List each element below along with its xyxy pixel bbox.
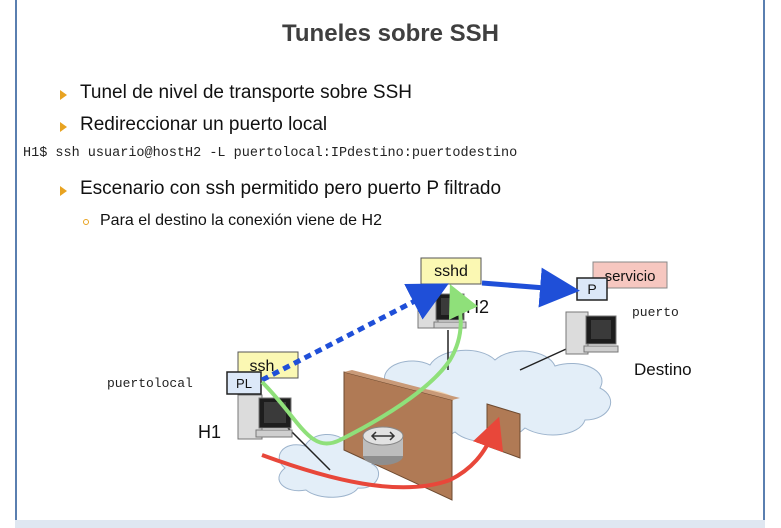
computer-icon	[565, 311, 619, 355]
p-port-box: P	[576, 277, 608, 301]
bullet-triangle-icon	[60, 122, 67, 132]
sshd-label: sshd	[434, 263, 468, 280]
ssh-tunnel-arrow	[260, 283, 449, 383]
pl-port-box: PL	[226, 371, 262, 395]
bullet-3: Escenario con ssh permitido pero puerto …	[80, 178, 502, 199]
h2-label: H2	[466, 297, 489, 317]
destino-label: Destino	[634, 360, 692, 379]
bullet-triangle-icon	[60, 90, 67, 100]
sshd-box: sshd	[420, 257, 482, 285]
bullet-triangle-icon	[60, 186, 67, 196]
router-icon	[362, 426, 404, 465]
puertolocal-label: puertolocal	[107, 376, 193, 391]
slide-frame	[15, 0, 765, 522]
sub-bullet-circle-icon	[83, 219, 89, 225]
forward-arrow	[481, 267, 580, 308]
bottom-bar	[15, 520, 765, 528]
p-label: P	[587, 281, 596, 297]
blocked-path-arrow	[261, 416, 504, 490]
ssh-command: H1$ ssh usuario@hostH2 -L puertolocal:IP…	[23, 146, 518, 161]
slide-title: Tuneles sobre SSH	[282, 20, 499, 47]
bullet-2: Redireccionar un puerto local	[80, 114, 328, 135]
sub-bullet: Para el destino la conexión viene de H2	[100, 212, 382, 229]
bullet-1: Tunel de nivel de transporte sobre SSH	[80, 82, 412, 103]
servicio-label: servicio	[605, 268, 656, 285]
pl-label: PL	[236, 376, 252, 391]
puerto-label: puerto	[632, 305, 679, 320]
green-path-arrow	[260, 284, 478, 446]
ssh-label: ssh	[250, 358, 275, 375]
h1-label: H1	[198, 422, 221, 442]
computer-icon	[237, 394, 293, 440]
